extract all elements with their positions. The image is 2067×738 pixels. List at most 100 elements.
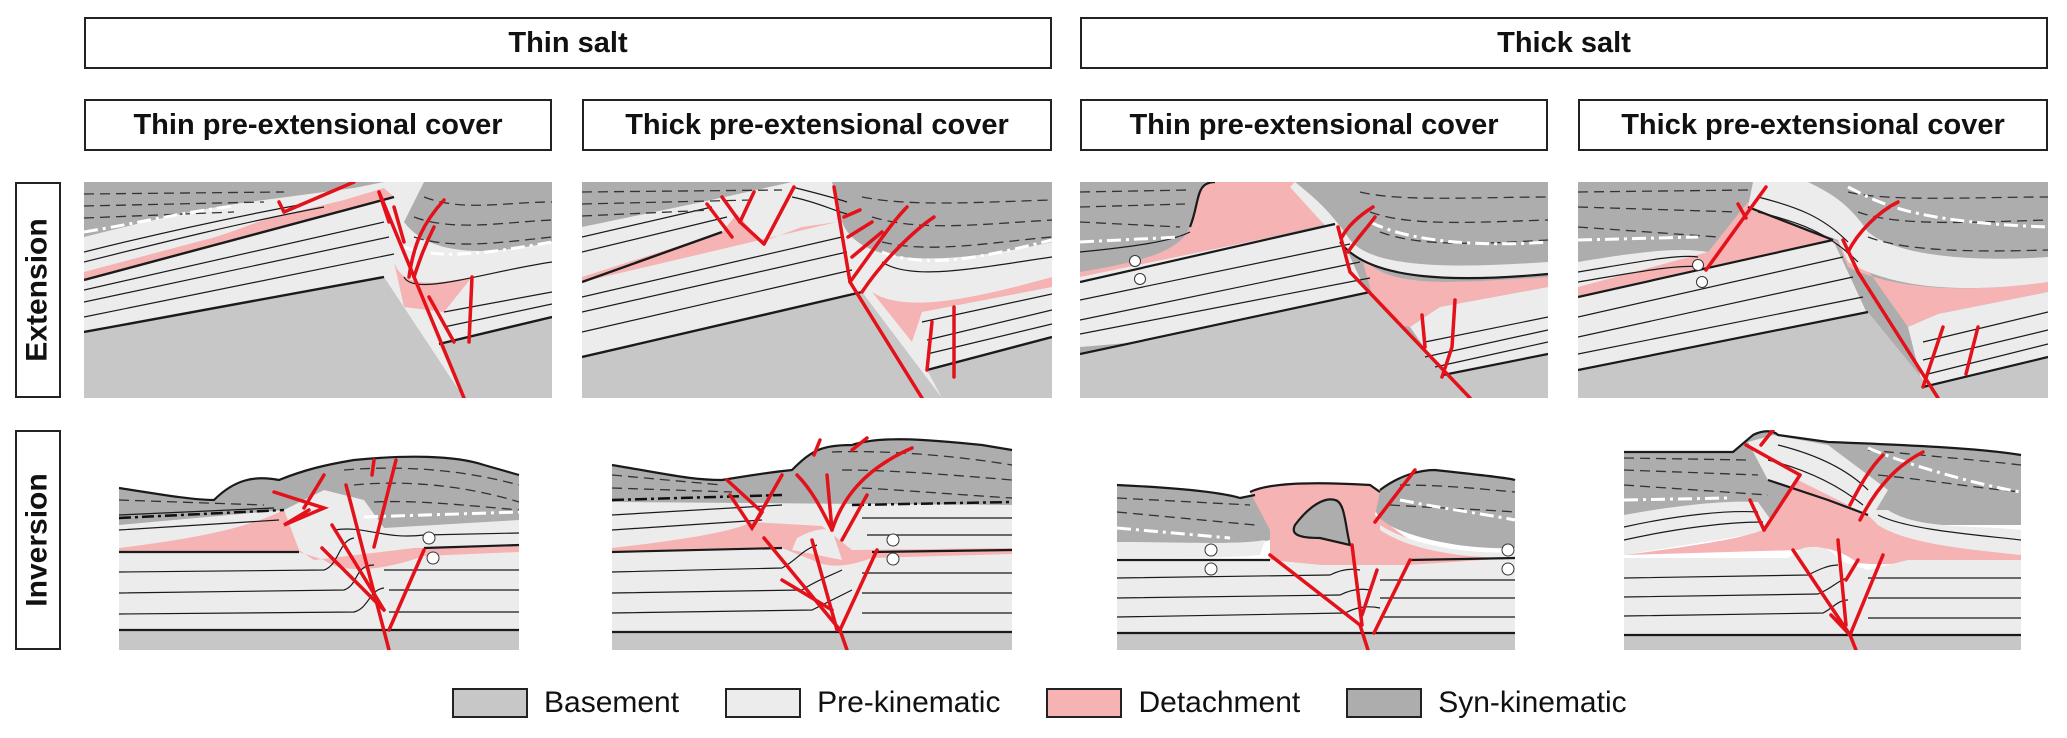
syn-kinematic-strata <box>118 467 520 511</box>
pin-marker <box>422 531 436 545</box>
panel-inversion-thin-salt-thin-cover <box>84 430 552 650</box>
pin-marker <box>1501 543 1515 557</box>
pin-marker <box>886 533 900 547</box>
detachment-layer <box>582 214 837 282</box>
boundary-lines <box>84 195 552 346</box>
legend-item-basement: Basement <box>452 686 679 720</box>
bedding-lines <box>84 203 552 328</box>
column-header-3: Thin pre-extensional cover <box>1080 99 1548 151</box>
detachment-layer <box>1578 202 2048 327</box>
basement-block <box>612 632 1012 650</box>
group-header-thick-salt: Thick salt <box>1080 17 2048 69</box>
detachment-layer <box>872 277 1052 342</box>
marker-horizon <box>611 493 783 502</box>
legend-swatch-pre-kinematic <box>725 688 802 718</box>
panel-extension-thick-salt-thick-cover <box>1578 182 2048 398</box>
panel-inversion-thick-salt-thin-cover <box>1080 430 1548 650</box>
legend-swatch-basement <box>452 688 528 718</box>
boundary-lines <box>582 230 1052 372</box>
column-header-label: Thick pre-extensional cover <box>1621 108 2005 141</box>
legend-label: Detachment <box>1138 686 1301 719</box>
faults <box>277 182 474 398</box>
marker-horizon <box>1623 496 1729 502</box>
column-header-1: Thin pre-extensional cover <box>84 99 552 151</box>
faults <box>1336 205 1472 398</box>
marker-horizon <box>1080 235 1181 244</box>
bedding-lines <box>118 507 520 615</box>
pre-kinematic-layer <box>1117 540 1265 558</box>
pre-kinematic-layer <box>1624 501 1778 555</box>
pin-marker <box>1129 255 1141 267</box>
marker-horizon <box>363 510 520 519</box>
marker-horizon <box>1116 526 1231 540</box>
panel-inversion-thick-salt-thick-cover <box>1578 430 2048 650</box>
pre-kinematic-layer <box>1624 546 2021 650</box>
marker-horizon <box>84 204 235 234</box>
faults <box>1268 468 1417 650</box>
pre-kinematic-layer <box>612 502 1012 650</box>
basement-block <box>1624 635 2021 650</box>
marker-horizon <box>118 508 285 520</box>
basement-block <box>1443 354 1548 398</box>
faults <box>1704 185 1980 398</box>
marker-horizon <box>1369 220 1548 246</box>
syn-kinematic-fill <box>1375 470 1515 549</box>
basement-block <box>1117 633 1515 650</box>
pin-marker <box>1696 276 1708 288</box>
panel-extension-thin-salt-thin-cover <box>84 182 552 398</box>
marker-horizon <box>851 500 1013 507</box>
legend-item-detachment: Detachment <box>1046 686 1300 720</box>
column-header-label: Thin pre-extensional cover <box>133 108 503 141</box>
panel-extension-thick-salt-thin-cover <box>1080 182 1548 398</box>
pin-marker <box>1501 562 1515 576</box>
syn-kinematic-strata <box>1080 189 1548 244</box>
pre-kinematic-layer <box>1117 558 1515 650</box>
group-header-label: Thin salt <box>508 26 628 59</box>
legend-swatch-syn-kinematic <box>1346 688 1423 718</box>
panel-extension-thin-salt-thick-cover <box>582 182 1052 398</box>
group-header-label: Thick salt <box>1497 26 1631 59</box>
bedding-lines <box>582 186 1052 355</box>
legend: Basement Pre-kinematic Detachment Syn-ki… <box>452 686 1673 720</box>
faults <box>272 458 426 650</box>
pin-marker <box>886 552 900 566</box>
column-header-label: Thick pre-extensional cover <box>625 108 1009 141</box>
marker-horizon <box>1578 235 1699 242</box>
syn-kinematic-strata <box>1116 484 1516 526</box>
pin-marker <box>1134 273 1146 285</box>
group-header-thin-salt: Thin salt <box>84 17 1052 69</box>
legend-swatch-detachment <box>1046 688 1123 718</box>
pre-kinematic-layer <box>1748 435 1888 515</box>
marker-horizon <box>1847 185 2048 229</box>
detachment-layer <box>1080 182 1335 282</box>
basement-block <box>1578 312 1938 398</box>
legend-item-syn-kinematic: Syn-kinematic <box>1346 686 1627 720</box>
syn-kinematic-strata <box>84 191 552 245</box>
pin-marker <box>1204 543 1218 557</box>
panel-inversion-thin-salt-thick-cover <box>582 430 1052 650</box>
syn-kinematic-fill <box>612 439 1012 510</box>
marker-horizon <box>881 238 1052 262</box>
boundary-lines <box>1080 182 1548 377</box>
syn-kinematic-strata <box>582 189 1052 248</box>
row-header-label: Inversion <box>21 473 54 607</box>
detachment-layer <box>394 262 472 312</box>
detachment-layer <box>84 188 394 280</box>
row-header-label: Extension <box>21 218 54 362</box>
basement-block <box>119 630 519 650</box>
basement-block <box>1080 292 1470 398</box>
detachment-layer <box>119 510 519 570</box>
row-header-inversion: Inversion <box>15 430 61 650</box>
faults <box>705 185 956 398</box>
detachment-layer <box>1360 252 1548 327</box>
syn-kinematic-fill <box>1117 485 1270 555</box>
pre-kinematic-layer <box>1748 182 2048 288</box>
pin-marker <box>426 551 440 565</box>
legend-label: Basement <box>544 686 680 719</box>
pre-kinematic-layer <box>1908 292 2048 387</box>
pre-kinematic-layer <box>1410 287 1548 377</box>
column-header-4: Thick pre-extensional cover <box>1578 99 2048 151</box>
pin-marker <box>1692 259 1704 271</box>
boundary-lines <box>1624 430 2022 637</box>
column-header-2: Thick pre-extensional cover <box>582 99 1052 151</box>
